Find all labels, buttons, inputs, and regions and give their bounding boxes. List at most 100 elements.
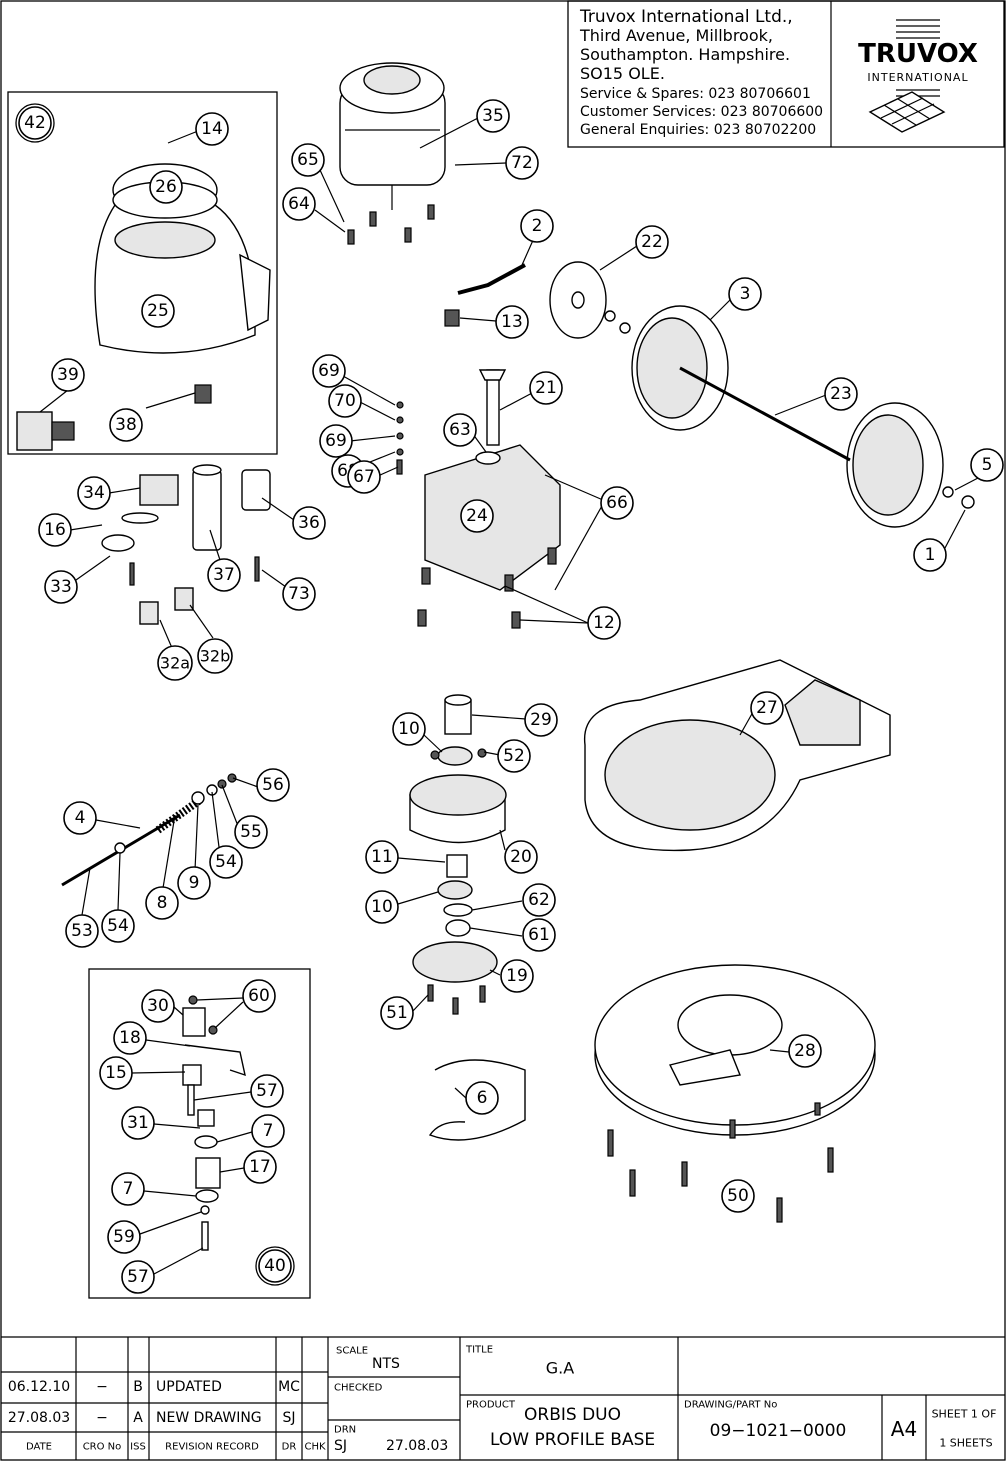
svg-text:25: 25 — [147, 301, 169, 321]
callout-64: 64 — [282, 187, 316, 221]
belt-tensioner-box — [88, 968, 311, 1299]
header-chk: CHK — [304, 1442, 326, 1453]
callout-14: 14 — [195, 112, 229, 146]
callout-36: 36 — [292, 506, 326, 540]
header-dr: DR — [282, 1442, 297, 1453]
callout-59: 59 — [107, 1220, 141, 1254]
callout-65: 65 — [291, 143, 325, 177]
rev-b-record: UPDATED — [156, 1379, 222, 1395]
svg-text:20: 20 — [510, 847, 532, 867]
rev-b-iss: B — [133, 1379, 143, 1395]
callout-34: 34 — [77, 476, 111, 510]
svg-text:5: 5 — [982, 455, 993, 475]
callout-52: 52 — [497, 739, 531, 773]
svg-text:7: 7 — [263, 1121, 274, 1141]
svg-text:67: 67 — [353, 467, 375, 487]
rev-a-cro: − — [96, 1410, 108, 1426]
callout-35: 35 — [476, 99, 510, 133]
svg-text:28: 28 — [794, 1041, 816, 1061]
scale-value: NTS — [372, 1356, 400, 1372]
drn-label: DRN — [334, 1425, 356, 1436]
callout-62: 62 — [522, 883, 556, 917]
drawing-number: 09−1021−0000 — [710, 1421, 847, 1441]
svg-text:9: 9 — [189, 873, 200, 893]
svg-text:52: 52 — [503, 746, 525, 766]
callout-32a: 32a — [157, 645, 193, 681]
callout-1: 1 — [913, 538, 947, 572]
svg-text:7: 7 — [123, 1179, 134, 1199]
rev-b-cro: − — [96, 1379, 108, 1395]
svg-text:21: 21 — [535, 378, 557, 398]
company-name: Truvox International Ltd., — [579, 7, 793, 27]
callout-69b: 69 — [319, 424, 353, 458]
callout-7b: 7 — [111, 1172, 145, 1206]
drn-date: 27.08.03 — [386, 1438, 448, 1454]
part-hood-cover — [94, 163, 271, 354]
callout-21: 21 — [529, 371, 563, 405]
rev-b-dr: MC — [278, 1379, 300, 1395]
callout-2: 2 — [520, 209, 554, 243]
svg-text:69: 69 — [318, 361, 340, 381]
part-tensioner-arm — [182, 995, 246, 1251]
svg-text:6: 6 — [477, 1088, 488, 1108]
callout-67: 67 — [347, 460, 381, 494]
svg-text:61: 61 — [528, 925, 550, 945]
logo-sub: INTERNATIONAL — [867, 71, 968, 84]
svg-text:63: 63 — [449, 420, 471, 440]
callout-40: 40 — [255, 1246, 295, 1286]
svg-text:13: 13 — [501, 312, 523, 332]
svg-text:3: 3 — [740, 284, 751, 304]
callout-11: 11 — [365, 840, 399, 874]
svg-text:54: 54 — [107, 916, 129, 936]
svg-text:65: 65 — [297, 150, 319, 170]
callout-29: 29 — [524, 703, 558, 737]
callout-63: 63 — [443, 413, 477, 447]
title-value: G.A — [546, 1359, 574, 1378]
truvox-logo: TRUVOX INTERNATIONAL — [858, 19, 978, 133]
part-cable-2 — [444, 263, 526, 327]
svg-text:34: 34 — [83, 483, 105, 503]
svg-text:51: 51 — [386, 1003, 408, 1023]
header-cro: CRO No — [83, 1442, 122, 1453]
part-wheels-axle — [631, 305, 975, 528]
part-rod-spring — [61, 773, 237, 887]
address-line-1: Third Avenue, Millbrook, — [579, 26, 773, 45]
callout-51: 51 — [380, 996, 414, 1030]
callout-31: 31 — [121, 1106, 155, 1140]
callout-13: 13 — [495, 305, 529, 339]
svg-text:15: 15 — [105, 1063, 127, 1083]
svg-text:69: 69 — [325, 431, 347, 451]
svg-text:64: 64 — [288, 194, 310, 214]
callout-69a: 69 — [312, 354, 346, 388]
svg-text:55: 55 — [240, 822, 262, 842]
rev-a-date: 27.08.03 — [8, 1410, 70, 1426]
sheet-label: SHEET 1 OF — [932, 1408, 997, 1421]
part-electrics — [101, 464, 271, 625]
callout-32b: 32b — [197, 638, 233, 674]
svg-text:12: 12 — [593, 613, 615, 633]
svg-text:32a: 32a — [160, 654, 190, 673]
callout-38: 38 — [109, 408, 143, 442]
callout-19: 19 — [500, 959, 534, 993]
callout-66: 66 — [600, 486, 634, 520]
callouts: 42 14 26 25 39 38 35 65 72 64 2 22 13 3 … — [15, 99, 1004, 1294]
part-switch — [16, 384, 212, 451]
leader-lines — [39, 117, 979, 1275]
callout-17: 17 — [243, 1150, 277, 1184]
svg-text:31: 31 — [127, 1113, 149, 1133]
part-chassis-27 — [583, 659, 891, 852]
svg-text:29: 29 — [530, 710, 552, 730]
callout-27: 27 — [750, 691, 784, 725]
svg-text:35: 35 — [482, 106, 504, 126]
part-screws-motor — [347, 204, 435, 245]
scale-label: SCALE — [336, 1346, 368, 1357]
svg-text:10: 10 — [398, 719, 420, 739]
drawing-label: DRAWING/PART No — [684, 1400, 777, 1411]
contact-service: Service & Spares: 023 80706601 — [580, 86, 811, 102]
cover-assembly-box — [7, 91, 278, 455]
company-header: Truvox International Ltd., Third Avenue,… — [567, 0, 1005, 148]
callout-9: 9 — [177, 866, 211, 900]
header-record: REVISION RECORD — [165, 1442, 259, 1453]
callout-61: 61 — [522, 918, 556, 952]
callout-42: 42 — [15, 103, 55, 143]
